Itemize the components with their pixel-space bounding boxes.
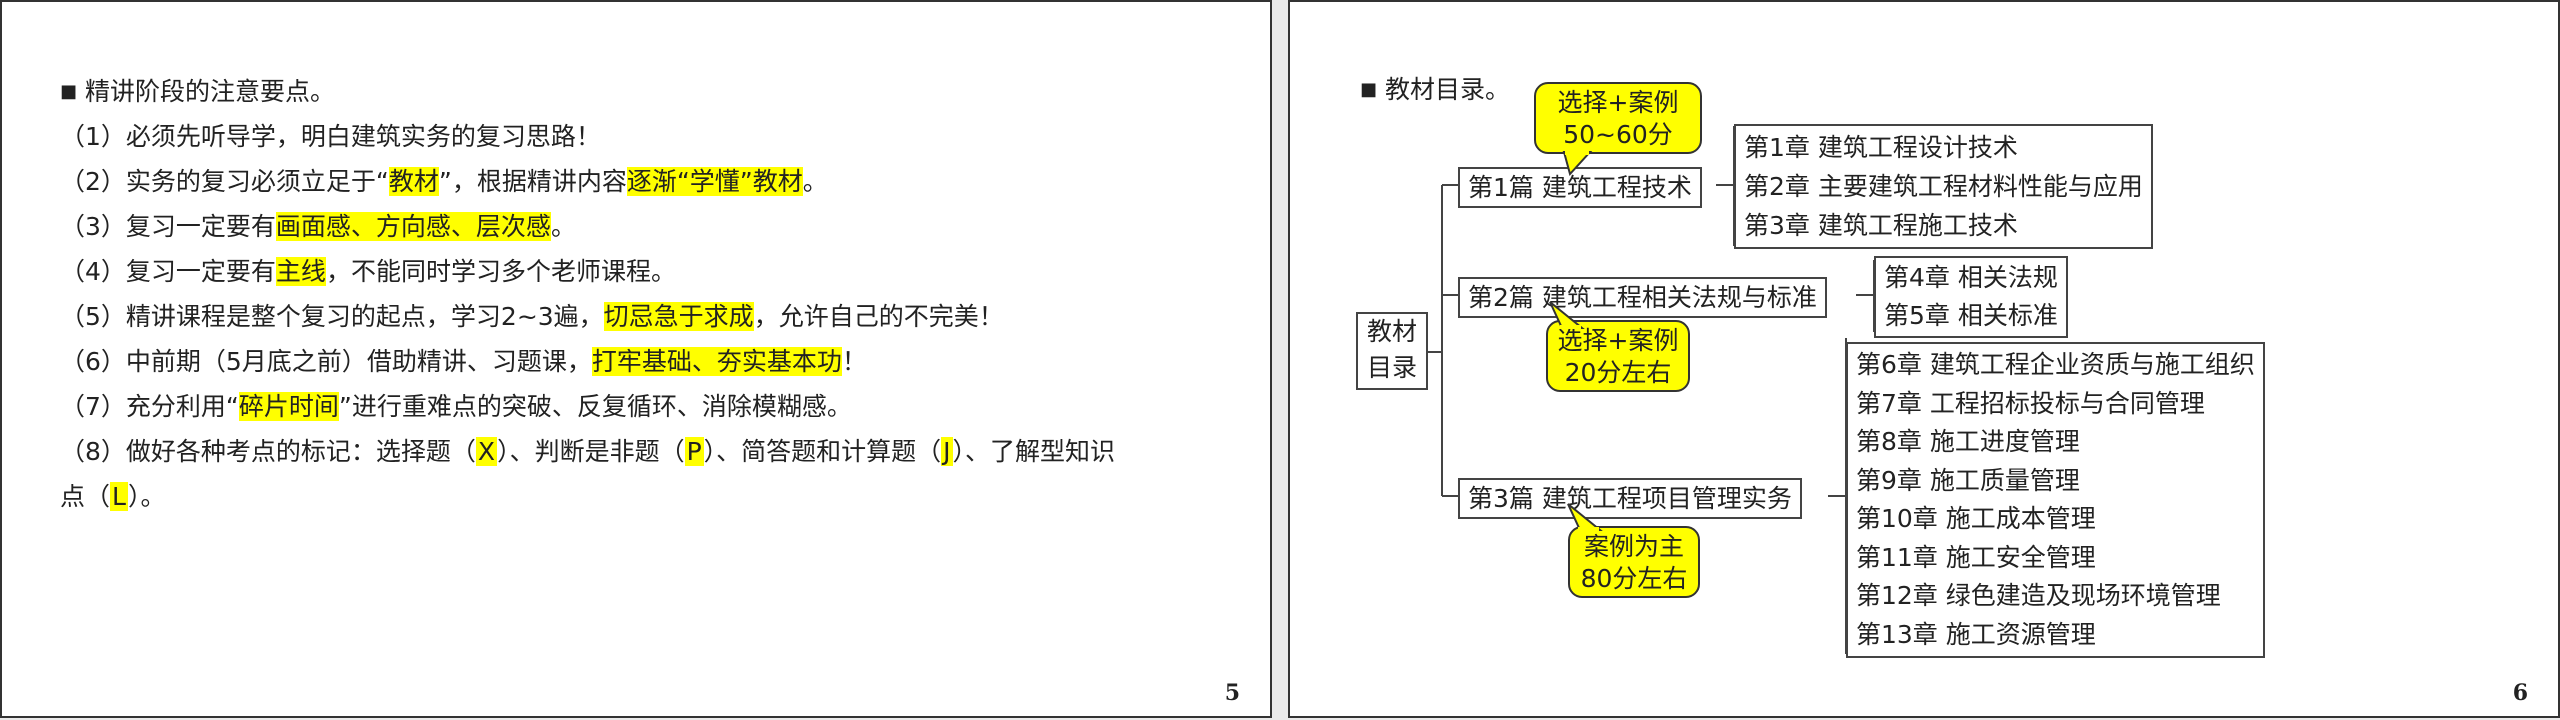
chapters-part-1: 第1章 建筑工程设计技术 第2章 主要建筑工程材料性能与应用 第3章 建筑工程施…: [1734, 124, 2153, 249]
note-3: （3）复习一定要有画面感、方向感、层次感。: [60, 212, 576, 241]
bullet-icon: ■: [1360, 79, 1378, 100]
callout-tail-1: [1562, 151, 1593, 177]
note-4: （4）复习一定要有主线，不能同时学习多个老师课程。: [60, 257, 676, 286]
chapter-13: 第13章 施工资源管理: [1856, 619, 2096, 649]
callout-part-3: 案例为主 80分左右: [1568, 526, 1700, 598]
chapter-8: 第8章 施工进度管理: [1856, 427, 2080, 456]
chapter-1: 第1章 建筑工程设计技术: [1744, 133, 2018, 162]
part-1: 第1篇 建筑工程技术: [1458, 167, 1702, 208]
toc-root: 教材目录: [1356, 312, 1428, 390]
chapter-3: 第3章 建筑工程施工技术: [1744, 211, 2018, 240]
note-8: （8）做好各种考点的标记：选择题（X）、判断是非题（P）、简答题和计算题（J）、…: [60, 437, 1116, 466]
chapters-part-2: 第4章 相关法规 第5章 相关标准: [1874, 256, 2068, 338]
callout-part-2: 选择+案例 20分左右: [1546, 320, 1690, 392]
chapter-2: 第2章 主要建筑工程材料性能与应用: [1744, 172, 2143, 201]
part-2: 第2篇 建筑工程相关法规与标准: [1458, 277, 1827, 318]
callout-part-1: 选择+案例 50~60分: [1534, 82, 1702, 154]
note-5: （5）精讲课程是整个复习的起点，学习2~3遍，切忌急于求成，允许自己的不完美！: [60, 302, 1004, 331]
slide-heading: ■教材目录。: [1360, 75, 1511, 104]
note-8-cont: 点（L）。: [60, 482, 166, 511]
callout-tail-3: [1567, 503, 1603, 531]
chapter-12: 第12章 绿色建造及现场环境管理: [1856, 581, 2221, 610]
part-3: 第3篇 建筑工程项目管理实务: [1458, 478, 1802, 519]
slide-heading: ■精讲阶段的注意要点。: [60, 77, 336, 106]
note-7: （7）充分利用“碎片时间”进行重难点的突破、反复循环、消除模糊感。: [60, 392, 852, 421]
chapter-4: 第4章 相关法规: [1884, 263, 2058, 292]
chapter-11: 第11章 施工安全管理: [1856, 542, 2096, 572]
chapters-part-3: 第6章 建筑工程企业资质与施工组织 第7章 工程招标投标与合同管理 第8章 施工…: [1846, 342, 2265, 658]
callout-tail-2: [1549, 301, 1585, 329]
note-2: （2）实务的复习必须立足于“教材”，根据精讲内容逐渐“学懂”教材。: [60, 167, 828, 196]
slide-5: ■精讲阶段的注意要点。 （1）必须先听导学，明白建筑实务的复习思路！ （2）实务…: [0, 0, 1272, 718]
slide-6: ■教材目录。 教材目录 第1篇 建筑工程技术 第2篇 建筑工程相关法规与标: [1288, 0, 2560, 718]
chapter-5: 第5章 相关标准: [1884, 301, 2058, 330]
toc-root-label: 教材目录: [1366, 317, 1417, 382]
chapter-9: 第9章 施工质量管理: [1856, 465, 2080, 495]
page-number: 6: [2512, 680, 2528, 706]
chapter-10: 第10章 施工成本管理: [1856, 504, 2096, 533]
page-number: 5: [1224, 680, 1240, 706]
chapter-7: 第7章 工程招标投标与合同管理: [1856, 388, 2205, 418]
chapter-6: 第6章 建筑工程企业资质与施工组织: [1856, 350, 2255, 379]
bullet-icon: ■: [60, 81, 78, 102]
note-1: （1）必须先听导学，明白建筑实务的复习思路！: [60, 122, 601, 151]
note-6: （6）中前期（5月底之前）借助精讲、习题课，打牢基础、夯实基本功！: [60, 347, 867, 376]
